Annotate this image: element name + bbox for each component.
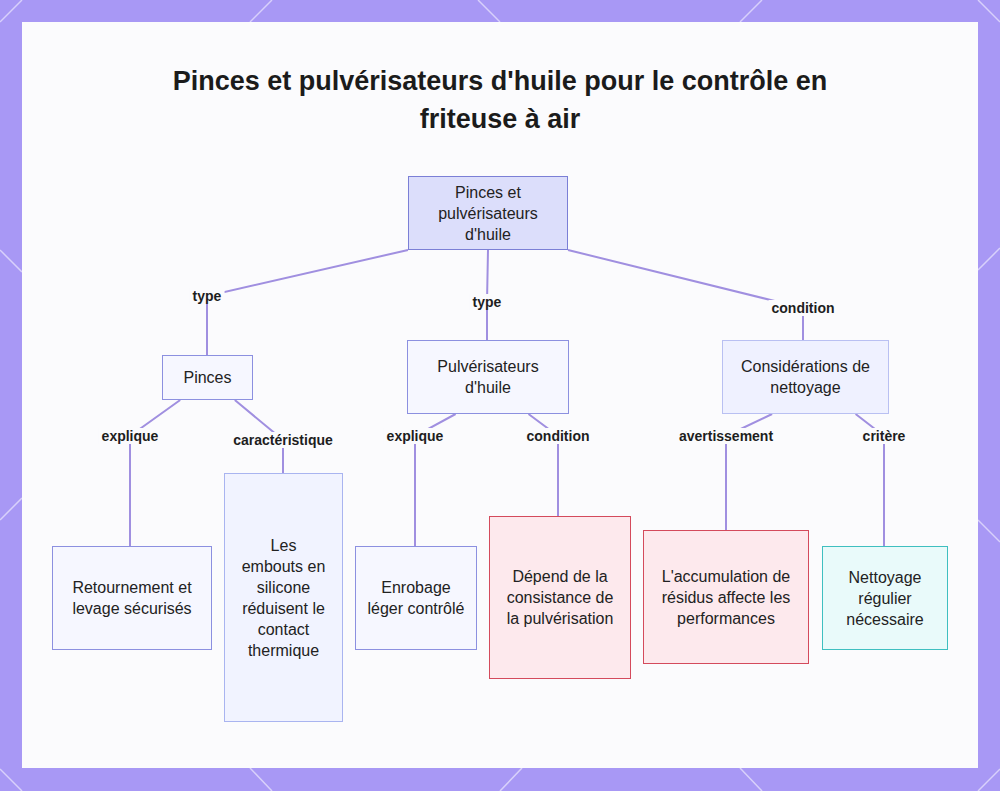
category-box: Pinces xyxy=(162,355,253,400)
node-text: L'accumulation de résidus affecte les pe… xyxy=(652,566,800,629)
edge-label: explique xyxy=(99,428,162,444)
node-text: Nettoyage régulier nécessaire xyxy=(831,567,939,630)
edge-label: explique xyxy=(384,428,447,444)
node-text: Pinces xyxy=(183,367,231,388)
detail-box: Enrobage léger contrôlé xyxy=(355,546,477,650)
node-text: Pinces et pulvérisateurs d'huile xyxy=(417,182,559,245)
warning-box: Dépend de la consistance de la pulvérisa… xyxy=(489,516,631,679)
edge-label: type xyxy=(470,294,505,310)
edge-label: type xyxy=(190,288,225,304)
edge-label: condition xyxy=(769,300,838,316)
diagram-title: Pinces et pulvérisateurs d'huile pour le… xyxy=(150,62,850,138)
connector-line xyxy=(568,250,803,340)
edge-label: critère xyxy=(860,428,909,444)
connector-line xyxy=(207,250,408,355)
detail-box: Les embouts en silicone réduisent le con… xyxy=(224,473,343,722)
node-text: Les embouts en silicone réduisent le con… xyxy=(239,535,328,661)
node-text: Dépend de la consistance de la pulvérisa… xyxy=(506,566,614,629)
node-text: Enrobage léger contrôlé xyxy=(364,577,468,619)
category-box: Considérations de nettoyage xyxy=(722,340,889,414)
category-box: Pulvérisateurs d'huile xyxy=(407,340,569,414)
detail-box: Retournement et levage sécurisés xyxy=(52,546,212,650)
node-text: Retournement et levage sécurisés xyxy=(61,577,203,619)
edge-label: condition xyxy=(524,428,593,444)
criterion-box: Nettoyage régulier nécessaire xyxy=(822,546,948,650)
connector-line xyxy=(130,400,180,546)
edge-label: avertissement xyxy=(676,428,776,444)
edge-label: caractéristique xyxy=(230,432,336,448)
node-text: Considérations de nettoyage xyxy=(731,356,880,398)
node-text: Pulvérisateurs d'huile xyxy=(416,356,560,398)
warning-box: L'accumulation de résidus affecte les pe… xyxy=(643,530,809,664)
root-box: Pinces et pulvérisateurs d'huile xyxy=(408,176,568,250)
